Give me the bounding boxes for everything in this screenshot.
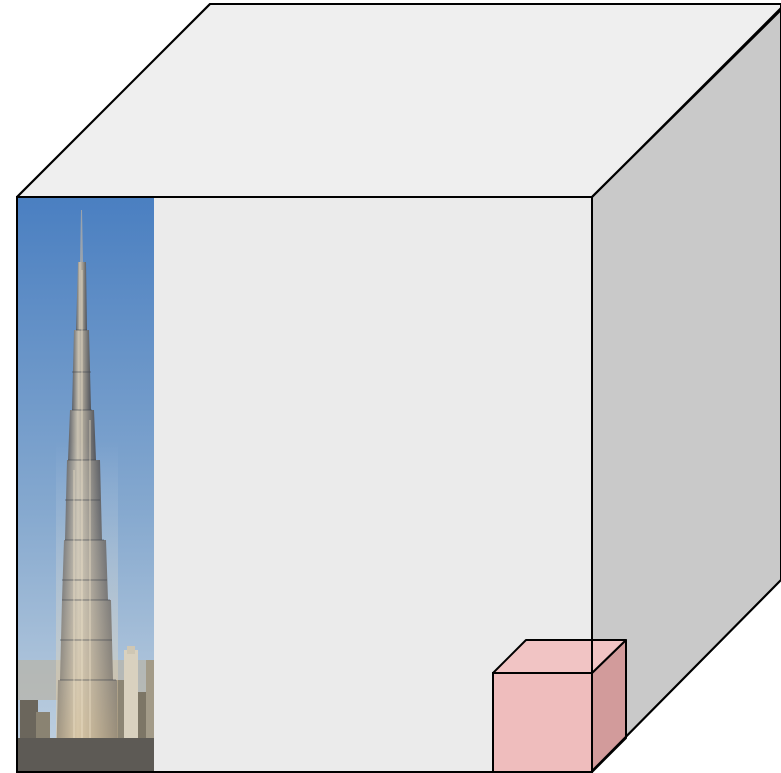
small-cube (493, 640, 626, 772)
photo-city-ground (17, 738, 154, 773)
skyscraper-photo (17, 197, 154, 773)
small-cube-front-face (493, 673, 592, 772)
